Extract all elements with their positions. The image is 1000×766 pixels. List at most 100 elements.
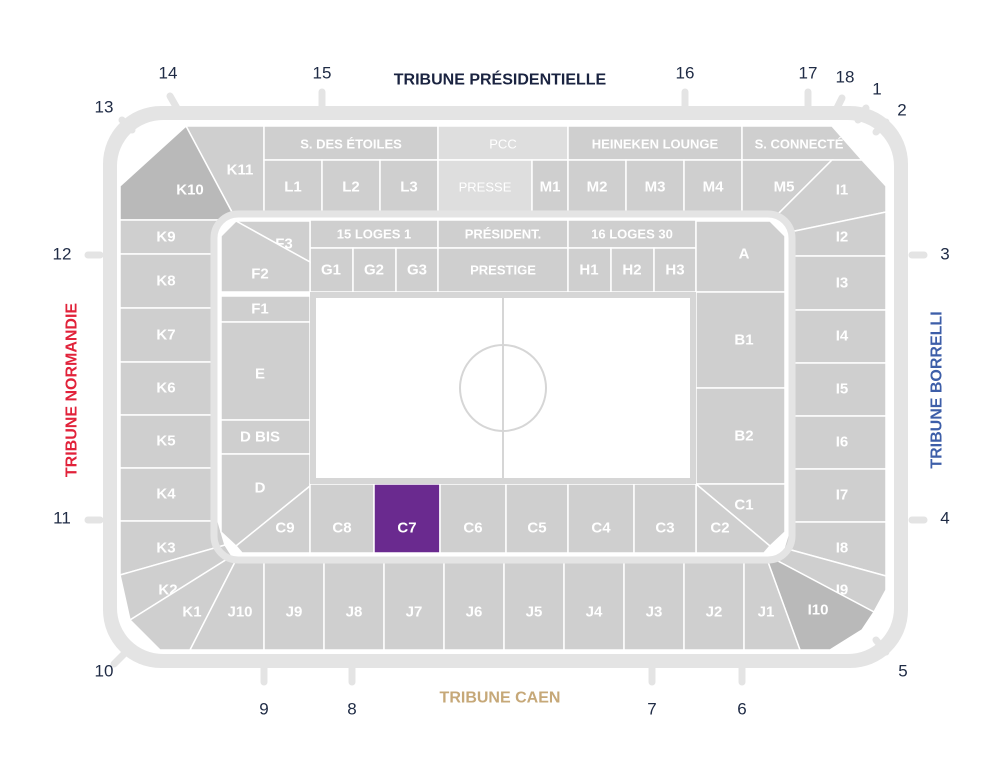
- section-f2[interactable]: F2: [220, 220, 311, 293]
- svg-text:J9: J9: [286, 604, 303, 621]
- svg-text:PCC: PCC: [489, 137, 516, 152]
- svg-text:H2: H2: [622, 262, 641, 279]
- svg-text:J3: J3: [646, 604, 663, 621]
- svg-text:M4: M4: [703, 179, 724, 196]
- section-k8[interactable]: K8: [119, 253, 219, 309]
- svg-text:J1: J1: [758, 604, 775, 621]
- section-president[interactable]: PRÉSIDENT.: [437, 219, 569, 249]
- tribune-ouest-outer: K10 K9 K8 K7 K6 K5 K4 K3 K2 K1: [119, 124, 237, 651]
- svg-text:I7: I7: [836, 487, 849, 504]
- section-i5[interactable]: I5: [791, 362, 887, 417]
- section-j4[interactable]: J4: [563, 559, 625, 651]
- section-g3[interactable]: G3: [395, 247, 439, 293]
- section-m1[interactable]: M1: [531, 159, 569, 215]
- svg-text:L3: L3: [400, 179, 418, 196]
- inner-ring: [210, 210, 796, 564]
- section-i4[interactable]: I4: [791, 309, 887, 364]
- svg-text:K6: K6: [156, 380, 175, 397]
- section-k7[interactable]: K7: [119, 307, 219, 363]
- svg-text:I1: I1: [836, 182, 849, 199]
- section-salon-des-etoiles[interactable]: S. DES ÉTOILES: [263, 125, 439, 161]
- section-prestige[interactable]: PRESTIGE: [437, 247, 569, 293]
- section-i3[interactable]: I3: [791, 255, 887, 311]
- section-c3[interactable]: C3: [633, 483, 697, 554]
- section-j9[interactable]: J9: [263, 559, 325, 651]
- svg-text:J4: J4: [586, 604, 603, 621]
- svg-text:G1: G1: [321, 262, 341, 279]
- section-j6[interactable]: J6: [443, 559, 505, 651]
- section-g1[interactable]: G1: [309, 247, 354, 293]
- section-c5[interactable]: C5: [505, 483, 569, 554]
- section-heineken-lounge[interactable]: HEINEKEN LOUNGE: [567, 125, 743, 161]
- section-m4[interactable]: M4: [683, 159, 743, 215]
- svg-text:K1: K1: [182, 604, 201, 621]
- section-l1[interactable]: L1: [263, 159, 323, 215]
- svg-text:K7: K7: [156, 327, 175, 344]
- section-d-bis[interactable]: D BIS: [220, 419, 311, 455]
- section-j5[interactable]: J5: [503, 559, 565, 651]
- section-j2[interactable]: J2: [683, 559, 745, 651]
- section-i6[interactable]: I6: [791, 415, 887, 470]
- tribune-labels: TRIBUNE PRÉSIDENTIELLE TRIBUNE CAEN TRIB…: [64, 70, 946, 707]
- svg-text:A: A: [739, 246, 750, 263]
- pitch: [310, 292, 696, 484]
- section-h1[interactable]: H1: [567, 247, 612, 293]
- svg-text:C8: C8: [332, 520, 351, 537]
- svg-text:K5: K5: [156, 433, 175, 450]
- tribune-est-outer: I1 I2 I3 I4 I5 I6 I7 I8 I9 I10: [767, 159, 887, 651]
- section-pcc[interactable]: PCC: [437, 125, 569, 161]
- tribune-est-label: TRIBUNE BORRELLI: [929, 311, 946, 468]
- svg-text:J6: J6: [466, 604, 483, 621]
- svg-text:L1: L1: [284, 179, 302, 196]
- section-j3[interactable]: J3: [623, 559, 685, 651]
- section-c8[interactable]: C8: [309, 483, 375, 554]
- section-m2[interactable]: M2: [567, 159, 627, 215]
- section-b2[interactable]: B2: [695, 387, 786, 485]
- svg-text:J10: J10: [227, 604, 252, 621]
- section-i7[interactable]: I7: [791, 468, 887, 523]
- svg-text:S. CONNECTÉ: S. CONNECTÉ: [755, 137, 844, 152]
- section-salon-connecte[interactable]: S. CONNECTÉ: [741, 125, 864, 161]
- section-l2[interactable]: L2: [321, 159, 381, 215]
- section-g2[interactable]: G2: [352, 247, 397, 293]
- gate-ticks: [84, 88, 928, 686]
- svg-text:J7: J7: [406, 604, 423, 621]
- section-loges-16-30[interactable]: 16 LOGES 30: [567, 219, 697, 249]
- gate-number-17: 17: [799, 64, 818, 83]
- svg-text:S. DES ÉTOILES: S. DES ÉTOILES: [300, 137, 402, 152]
- section-h2[interactable]: H2: [610, 247, 655, 293]
- section-a[interactable]: A: [695, 220, 786, 293]
- section-presse[interactable]: PRESSE: [437, 159, 533, 215]
- svg-text:C5: C5: [527, 520, 546, 537]
- section-k5[interactable]: K5: [119, 414, 219, 469]
- section-c7[interactable]: C7: [373, 483, 441, 554]
- svg-text:C1: C1: [734, 497, 753, 514]
- svg-text:K11: K11: [227, 162, 254, 179]
- svg-text:D BIS: D BIS: [240, 429, 280, 446]
- section-j8[interactable]: J8: [323, 559, 385, 651]
- svg-text:C4: C4: [591, 520, 611, 537]
- section-b1[interactable]: B1: [695, 291, 786, 389]
- section-f1[interactable]: F1: [220, 295, 311, 323]
- svg-text:15 LOGES 1: 15 LOGES 1: [337, 227, 411, 242]
- section-k10[interactable]: K10: [119, 124, 234, 221]
- section-c6[interactable]: C6: [439, 483, 507, 554]
- svg-text:M1: M1: [540, 179, 561, 196]
- section-k4[interactable]: K4: [119, 467, 219, 522]
- section-h3[interactable]: H3: [653, 247, 697, 293]
- section-l3[interactable]: L3: [379, 159, 439, 215]
- svg-text:G2: G2: [364, 262, 384, 279]
- gate-number-7: 7: [647, 700, 656, 719]
- section-k6[interactable]: K6: [119, 361, 219, 416]
- tribune-sud-label: TRIBUNE CAEN: [440, 690, 561, 707]
- section-e[interactable]: E: [220, 321, 311, 421]
- section-k9[interactable]: K9: [119, 219, 219, 255]
- section-loges-15-1[interactable]: 15 LOGES 1: [309, 219, 439, 249]
- section-c4[interactable]: C4: [567, 483, 635, 554]
- section-j7[interactable]: J7: [383, 559, 445, 651]
- svg-text:M2: M2: [587, 179, 608, 196]
- svg-text:H3: H3: [665, 262, 684, 279]
- svg-text:I3: I3: [836, 275, 849, 292]
- section-m3[interactable]: M3: [625, 159, 685, 215]
- svg-text:PRESSE: PRESSE: [459, 180, 512, 195]
